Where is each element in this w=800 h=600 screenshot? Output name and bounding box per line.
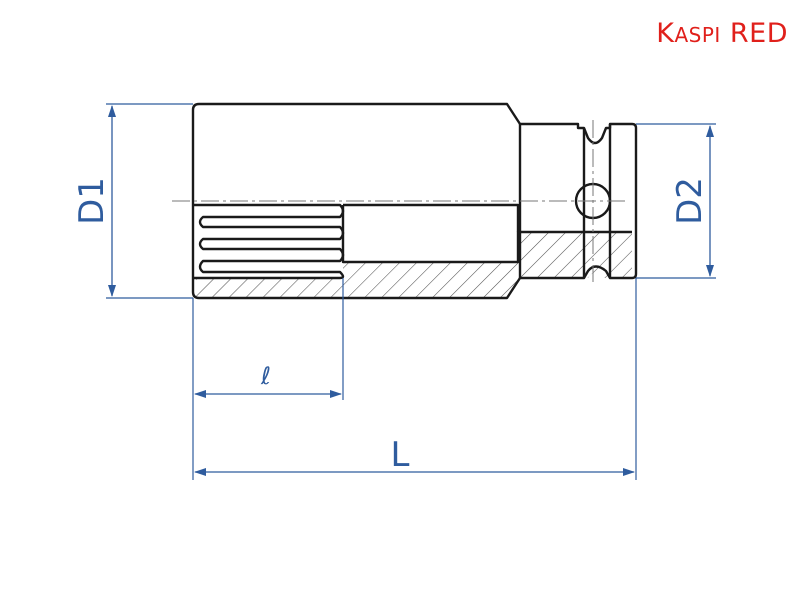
brand-first-rest: ASPI <box>674 23 721 47</box>
dimension-lines <box>108 105 714 476</box>
brand-first-cap: K <box>656 18 675 49</box>
bore-top <box>343 203 520 232</box>
bore-profile <box>193 203 345 280</box>
l-total-label: L <box>391 435 410 475</box>
extension-lines <box>106 103 716 480</box>
l-small-label: ℓ <box>260 362 271 390</box>
socket-outline <box>191 102 638 300</box>
section-hatching <box>196 232 632 298</box>
centerline <box>172 120 628 282</box>
d2-label: D2 <box>670 177 710 225</box>
bore-step <box>341 205 632 264</box>
d1-label: D1 <box>72 177 112 225</box>
brand-logo: KASPI RED <box>656 18 788 49</box>
brand-second: RED <box>729 18 788 49</box>
